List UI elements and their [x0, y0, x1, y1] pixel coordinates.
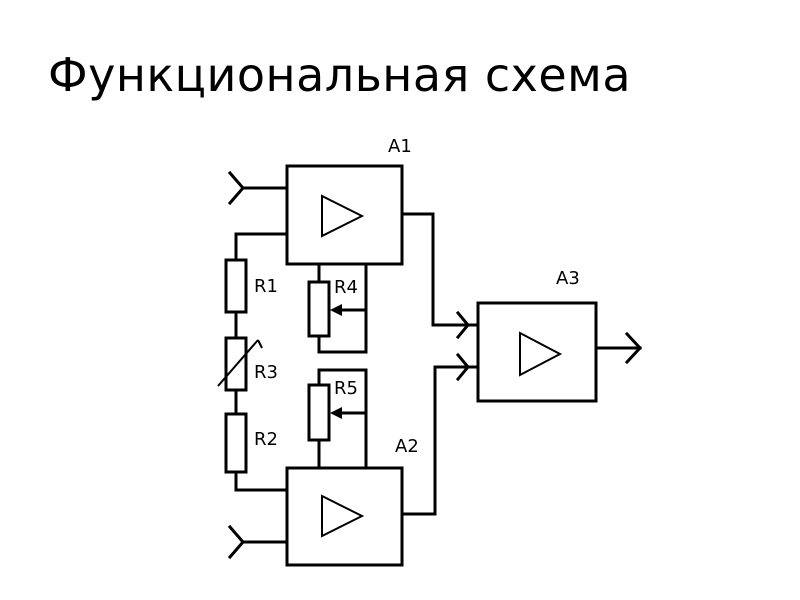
label-r5: R5	[334, 378, 358, 399]
slide-title: Функциональная схема	[48, 48, 632, 102]
potentiometer-r4	[307, 262, 368, 354]
amplifier-a3	[476, 301, 598, 403]
potentiometer-r5	[307, 368, 368, 470]
resistor-r2	[224, 412, 248, 474]
label-r4: R4	[334, 277, 358, 298]
label-a1: A1	[388, 136, 412, 157]
wire-divider-chain	[234, 232, 289, 492]
output-arrow-a3	[594, 331, 643, 365]
resistor-r3-variable	[217, 336, 263, 392]
resistor-r1	[224, 258, 248, 314]
label-r1: R1	[254, 276, 278, 297]
label-a3: A3	[556, 268, 580, 289]
label-r3: R3	[254, 362, 278, 383]
label-r2: R2	[254, 429, 278, 450]
input-arrow-a1	[227, 170, 289, 206]
wire-a2-to-a3	[400, 352, 480, 516]
amplifier-a1	[285, 164, 404, 266]
input-arrow-a2	[227, 524, 289, 560]
label-a2: A2	[395, 436, 419, 457]
amplifier-a2	[285, 466, 404, 567]
wire-a1-to-a3	[400, 212, 480, 340]
